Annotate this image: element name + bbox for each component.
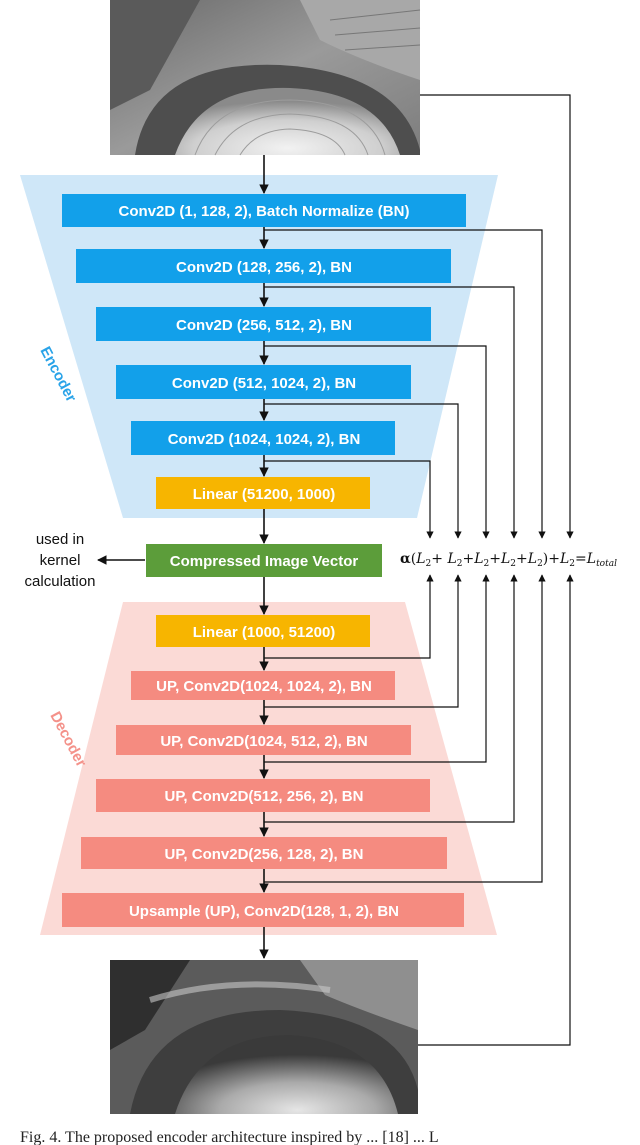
decoder-block-5-label: Upsample (UP), Conv2D(128, 1, 2), BN: [129, 903, 399, 920]
decoder-block-3-label: UP, Conv2D(512, 256, 2), BN: [165, 788, 364, 805]
encoder-linear-label: Linear (51200, 1000): [193, 486, 336, 503]
kernel-note: used in kernel calculation: [25, 531, 96, 590]
encoder-block-2-label: Conv2D (128, 256, 2), BN: [176, 259, 352, 276]
decoder-linear-label: Linear (1000, 51200): [193, 624, 336, 641]
decoder-block-2: UP, Conv2D(1024, 512, 2), BN: [116, 725, 411, 755]
loss-term-1: L: [415, 551, 425, 567]
decoder-block-2-label: UP, Conv2D(1024, 512, 2), BN: [160, 733, 367, 750]
compressed-vector-label: Compressed Image Vector: [170, 553, 359, 570]
loss-total-sub: total: [596, 559, 617, 569]
loss-sub-3: 2: [484, 559, 490, 569]
input-image: [110, 0, 421, 156]
loss-total-term: L: [586, 551, 596, 567]
loss-sub-5: 2: [537, 559, 543, 569]
encoder-block-5-label: Conv2D (1024, 1024, 2), BN: [168, 431, 361, 448]
figure-caption: Fig. 4. The proposed encoder architectur…: [20, 1129, 439, 1145]
kernel-note-line-1: used in: [36, 531, 84, 548]
encoder-block-2: Conv2D (128, 256, 2), BN: [76, 249, 451, 283]
decoder-label: Decoder: [46, 709, 89, 770]
loss-term-6: L: [559, 551, 569, 567]
decoder-linear: Linear (1000, 51200): [156, 615, 370, 647]
decoder-block-4: UP, Conv2D(256, 128, 2), BN: [81, 837, 447, 869]
encoder-block-5: Conv2D (1024, 1024, 2), BN: [131, 421, 395, 455]
encoder-block-3-label: Conv2D (256, 512, 2), BN: [176, 317, 352, 334]
loss-sub-1: 2: [426, 559, 432, 569]
encoder-label: Encoder: [36, 344, 79, 405]
encoder-block-3: Conv2D (256, 512, 2), BN: [96, 307, 431, 341]
loss-sub-4: 2: [510, 559, 516, 569]
loss-connections: [264, 94, 574, 1046]
encoder-linear: Linear (51200, 1000): [156, 477, 370, 509]
loss-term-2: L: [446, 551, 456, 567]
main-flow: [97, 155, 269, 959]
compressed-vector: Compressed Image Vector: [146, 544, 382, 577]
loss-sub-6: 2: [569, 559, 575, 569]
output-image: [110, 960, 418, 1114]
decoder-block-3: UP, Conv2D(512, 256, 2), BN: [96, 779, 430, 812]
encoder-block-4: Conv2D (512, 1024, 2), BN: [116, 365, 411, 399]
loss-sub-2: 2: [457, 559, 463, 569]
decoder-block-1: UP, Conv2D(1024, 1024, 2), BN: [131, 671, 395, 700]
decoder-block-4-label: UP, Conv2D(256, 128, 2), BN: [165, 846, 364, 863]
loss-term-5: L: [527, 551, 537, 567]
kernel-note-line-2: kernel: [40, 552, 81, 569]
encoder-block-4-label: Conv2D (512, 1024, 2), BN: [172, 375, 356, 392]
decoder-block-1-label: UP, Conv2D(1024, 1024, 2), BN: [156, 678, 372, 695]
kernel-note-line-3: calculation: [25, 573, 96, 590]
encoder-block-1-label: Conv2D (1, 128, 2), Batch Normalize (BN): [119, 203, 410, 220]
alpha-symbol: α: [400, 551, 411, 567]
loss-term-3: L: [473, 551, 483, 567]
decoder-region: [40, 602, 497, 935]
decoder-block-5: Upsample (UP), Conv2D(128, 1, 2), BN: [62, 893, 464, 927]
loss-formula: α(L2+ L2+L2+L2+L2)+L2=Ltotal: [400, 551, 617, 569]
loss-term-4: L: [500, 551, 510, 567]
encoder-block-1: Conv2D (1, 128, 2), Batch Normalize (BN): [62, 194, 466, 227]
